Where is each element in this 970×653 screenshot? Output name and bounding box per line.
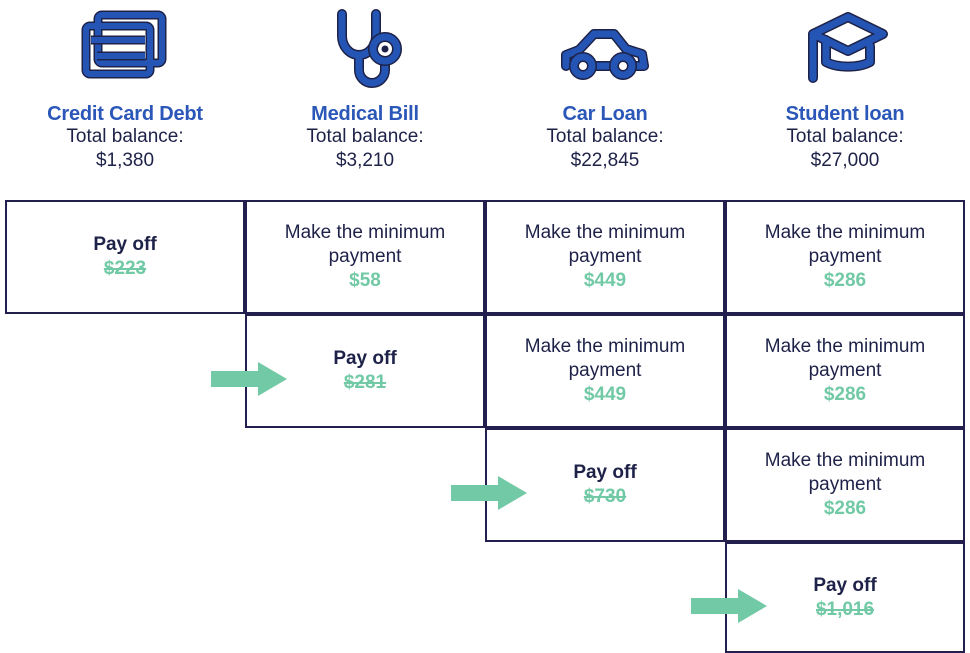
debt-header-medical-bill: Medical Bill Total balance: $3,210: [245, 0, 485, 198]
balance-value: $3,210: [335, 149, 395, 171]
cell-amount: $286: [823, 497, 867, 519]
cell-action: Make the minimum payment: [764, 336, 926, 381]
table-cell-minimum: Make the minimum payment $449: [485, 200, 725, 314]
stethoscope-icon: [313, 0, 417, 104]
cell-action: Pay off: [93, 234, 157, 256]
table-cell-payoff: Pay off $730: [485, 428, 725, 542]
table-cell-payoff: Pay off $281: [245, 314, 485, 428]
cell-amount: $286: [823, 383, 867, 405]
rollover-arrow-to-medical-bill: [211, 362, 287, 396]
car-icon: [550, 0, 660, 104]
balance-value: $1,380: [95, 149, 155, 171]
table-cell-minimum: Make the minimum payment $286: [725, 428, 965, 542]
cell-amount: $730: [583, 486, 627, 508]
balance-label: Total balance:: [786, 126, 904, 147]
balance-value: $27,000: [810, 149, 880, 171]
table-cell-payoff: Pay off $1,016: [725, 542, 965, 653]
cell-amount: $286: [823, 269, 867, 291]
cell-amount: $449: [583, 269, 627, 291]
balance-label: Total balance:: [546, 126, 664, 147]
cell-action: Pay off: [573, 462, 637, 484]
debt-name: Medical Bill: [311, 103, 419, 125]
table-cell-minimum: Make the minimum payment $286: [725, 200, 965, 314]
debt-name: Car Loan: [562, 103, 648, 125]
cell-amount: $449: [583, 383, 627, 405]
debt-name: Credit Card Debt: [47, 103, 203, 125]
cell-amount: $281: [343, 372, 387, 394]
cell-action: Make the minimum payment: [764, 450, 926, 495]
table-cell-payoff: Pay off $223: [5, 200, 245, 314]
cell-action: Make the minimum payment: [524, 222, 686, 267]
table-cell-minimum: Make the minimum payment $286: [725, 314, 965, 428]
cell-action: Make the minimum payment: [524, 336, 686, 381]
balance-label: Total balance:: [66, 126, 184, 147]
rollover-arrow-to-car-loan: [451, 476, 527, 510]
cell-action: Pay off: [333, 348, 397, 370]
table-cell-minimum: Make the minimum payment $58: [245, 200, 485, 314]
balance-label: Total balance:: [306, 126, 424, 147]
cell-action: Pay off: [813, 574, 877, 596]
graduation-cap-icon: [793, 0, 897, 104]
debt-header-row: Credit Card Debt Total balance: $1,380: [5, 0, 965, 198]
balance-value: $22,845: [570, 149, 640, 171]
cell-amount: $1,016: [815, 598, 875, 620]
credit-cards-icon: [73, 0, 177, 104]
debt-header-car-loan: Car Loan Total balance: $22,845: [485, 0, 725, 198]
debt-name: Student loan: [785, 103, 905, 125]
cell-action: Make the minimum payment: [284, 222, 446, 267]
cell-amount: $223: [103, 258, 147, 280]
debt-header-credit-card-debt: Credit Card Debt Total balance: $1,380: [5, 0, 245, 198]
table-cell-minimum: Make the minimum payment $449: [485, 314, 725, 428]
cell-amount: $58: [349, 269, 381, 291]
cell-action: Make the minimum payment: [764, 222, 926, 267]
debt-header-student-loan: Student loan Total balance: $27,000: [725, 0, 965, 198]
rollover-arrow-to-student-loan: [691, 589, 767, 623]
